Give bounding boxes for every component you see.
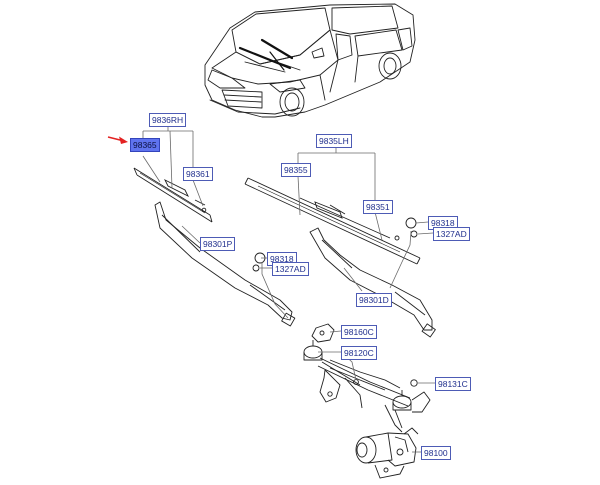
part-label-98120c[interactable]: 98120C bbox=[341, 346, 377, 360]
arm-driver bbox=[309, 227, 436, 338]
red-arrow-icon bbox=[107, 136, 128, 144]
part-label-98301p[interactable]: 98301P bbox=[200, 237, 236, 251]
crank-nut-icon bbox=[410, 379, 418, 387]
blade-rh bbox=[133, 167, 213, 223]
part-label-98131c[interactable]: 98131C bbox=[435, 377, 471, 391]
part-label-98351[interactable]: 98351 bbox=[363, 200, 393, 214]
part-label-98301d[interactable]: 98301D bbox=[356, 293, 392, 307]
part-label-1327ad-driver[interactable]: 1327AD bbox=[433, 227, 470, 241]
part-label-98355[interactable]: 98355 bbox=[281, 163, 311, 177]
cap-and-nut-parts bbox=[252, 217, 418, 387]
part-label-98365-selected[interactable]: 98365 bbox=[130, 138, 160, 152]
leader-lines bbox=[142, 125, 435, 453]
part-label-98361[interactable]: 98361 bbox=[183, 167, 213, 181]
part-label-98160c[interactable]: 98160C bbox=[341, 325, 377, 339]
blade-lh bbox=[244, 177, 421, 265]
part-label-9835lh[interactable]: 9835LH bbox=[316, 134, 352, 148]
part-label-1327ad-passenger[interactable]: 1327AD bbox=[272, 262, 309, 276]
wiper-linkage bbox=[303, 323, 431, 433]
part-label-98318-driver[interactable]: 98318 bbox=[428, 216, 458, 230]
car-wipers bbox=[238, 38, 294, 71]
wiper-motor bbox=[355, 427, 419, 479]
nut-passenger-icon bbox=[252, 264, 260, 272]
suv-car-icon bbox=[204, 3, 416, 118]
cap-driver-icon bbox=[405, 217, 417, 229]
part-label-98100[interactable]: 98100 bbox=[421, 446, 451, 460]
nut-driver-icon bbox=[410, 230, 418, 238]
arm-passenger bbox=[154, 201, 296, 327]
part-label-9836rh[interactable]: 9836RH bbox=[149, 113, 187, 127]
